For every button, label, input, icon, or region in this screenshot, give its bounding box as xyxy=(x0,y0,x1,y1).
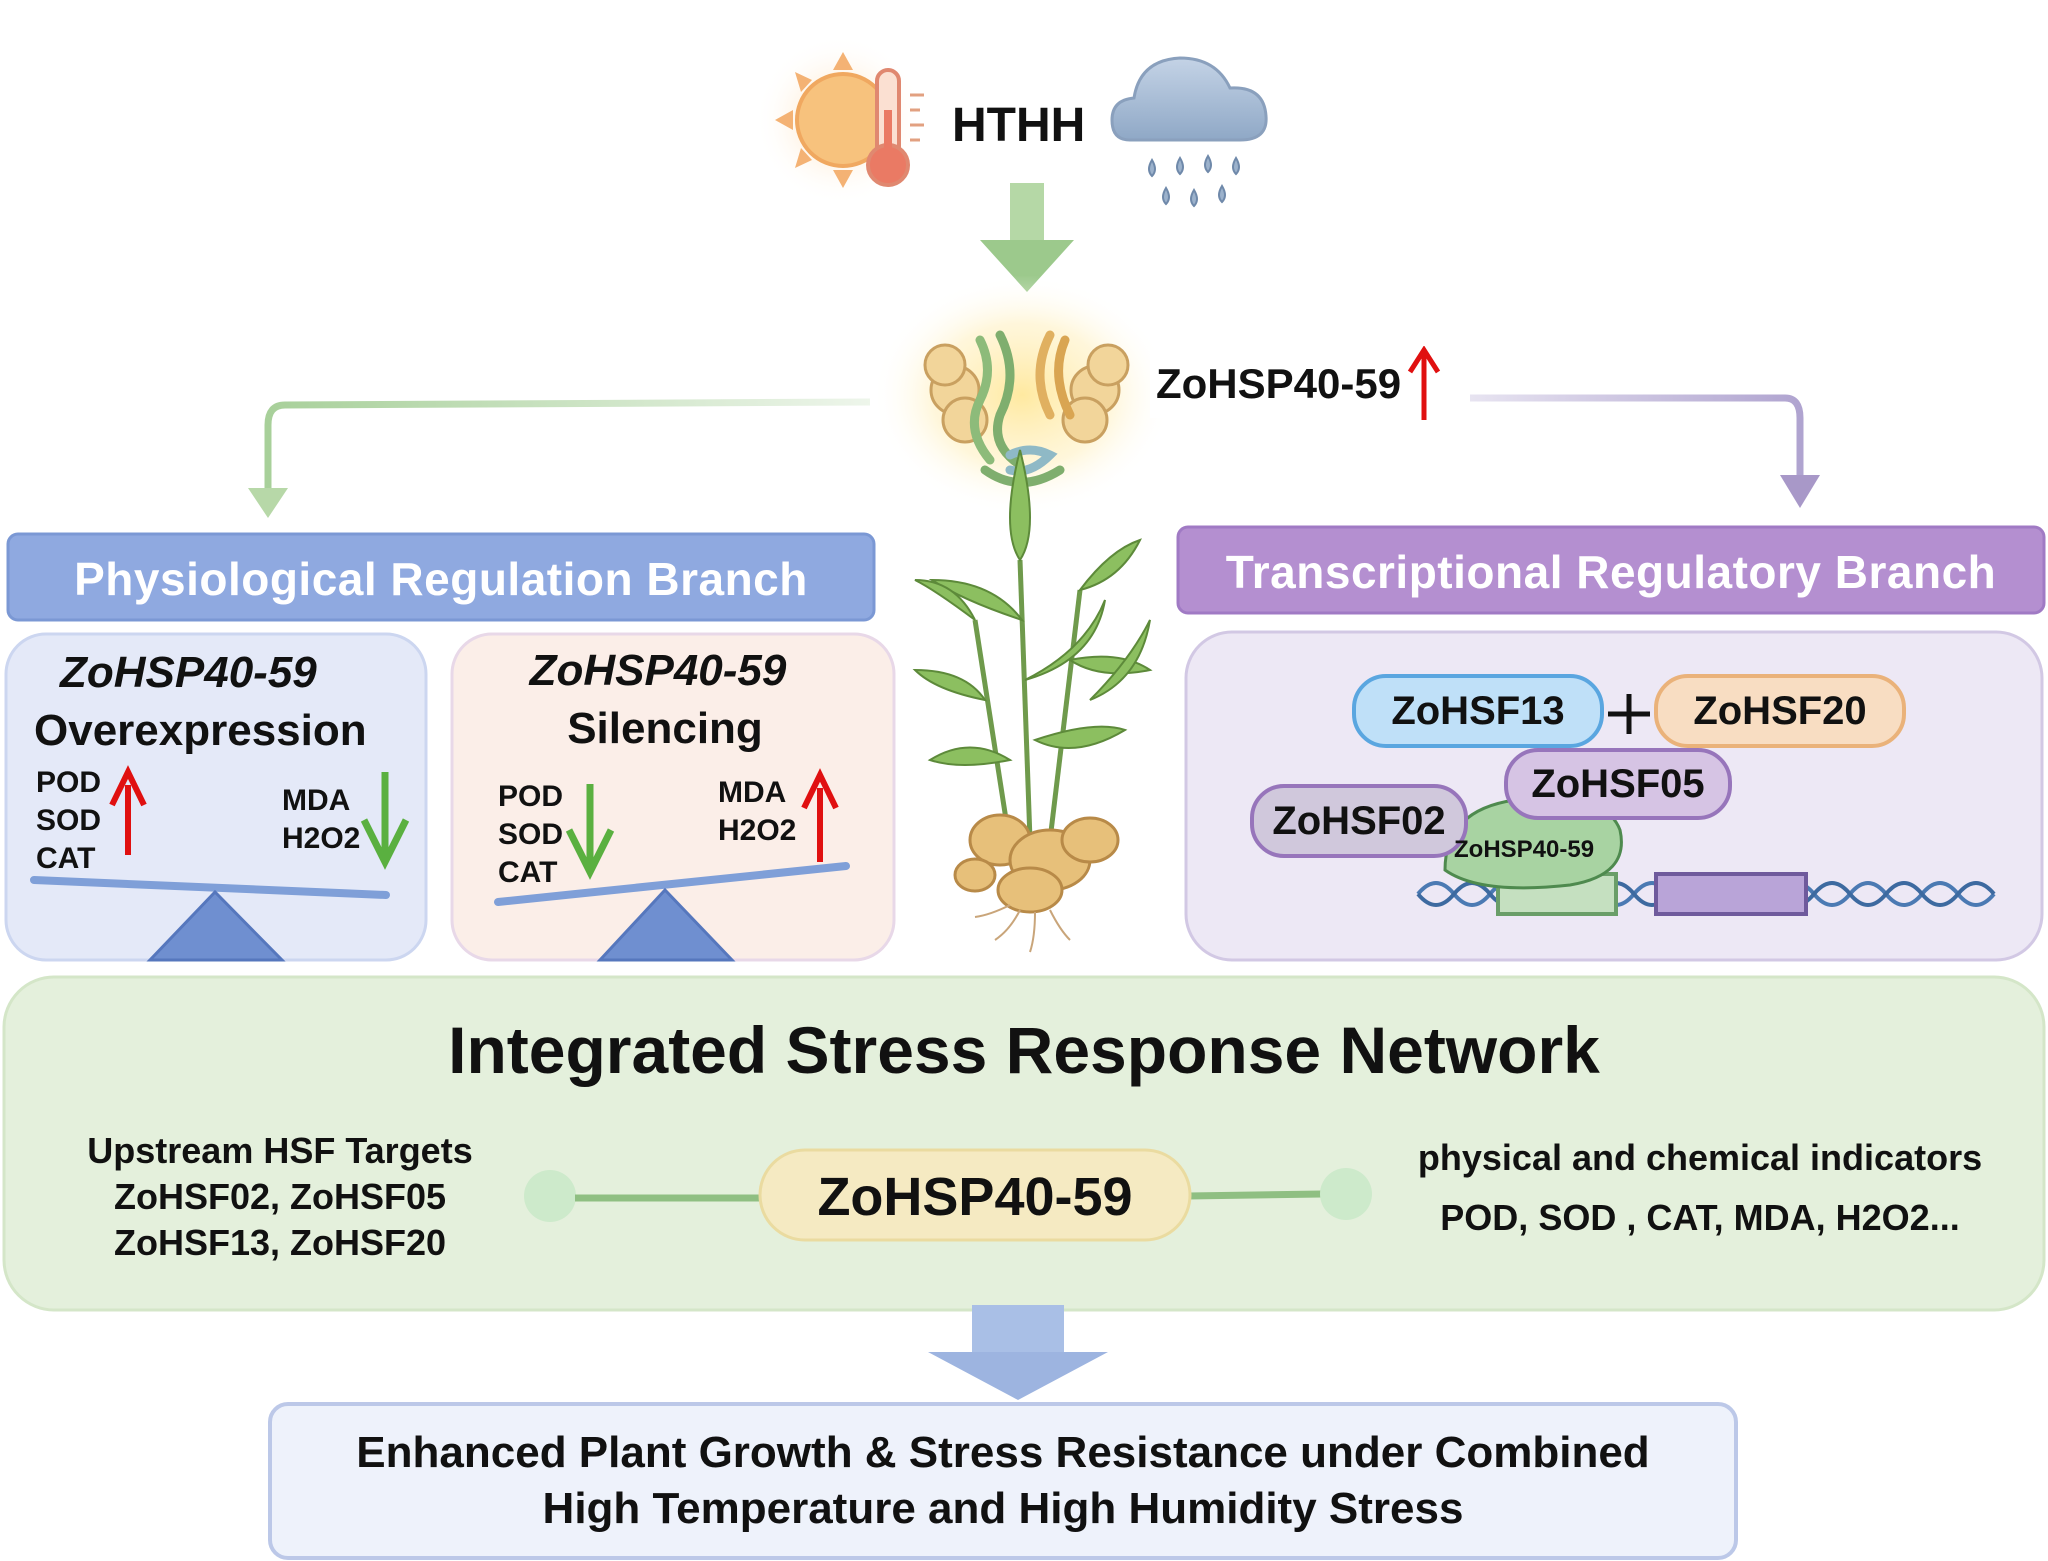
outcome-line2: High Temperature and High Humidity Stres… xyxy=(542,1484,1464,1533)
balance-scale-overexpression xyxy=(30,876,390,962)
indicators-title: physical and chemical indicators xyxy=(1417,1137,1983,1178)
down-arrow-ros-overexpression xyxy=(360,772,410,870)
rain-cloud-icon xyxy=(1110,56,1268,208)
transcript-header: Transcriptional Regulatory Branch xyxy=(1225,546,1997,598)
overexpression-cat: CAT xyxy=(36,842,96,875)
left-branch-arrow xyxy=(248,398,871,518)
indicators-line: POD, SOD , CAT, MDA, H2O2... xyxy=(1440,1197,1960,1238)
dna-helix-icon xyxy=(1416,796,1996,916)
stress-label: HTHH xyxy=(952,99,1086,152)
upstream-hsf-line2: ZoHSF13, ZoHSF20 xyxy=(113,1222,447,1263)
hsf05-pill: ZoHSF05 xyxy=(1504,748,1732,820)
up-arrow-icon xyxy=(1407,346,1441,420)
overexpression-mda: MDA xyxy=(282,784,351,817)
upstream-hsf-line1: ZoHSF02, ZoHSF05 xyxy=(113,1176,447,1217)
outcome-panel xyxy=(268,1402,1738,1560)
silencing-mda: MDA xyxy=(718,776,787,809)
outcome-line1: Enhanced Plant Growth & Stress Resistanc… xyxy=(356,1428,1650,1477)
network-left-group: Upstream HSF Targets ZoHSF02, ZoHSF05 Zo… xyxy=(40,1128,520,1266)
plus-icon xyxy=(1608,694,1650,734)
stress-down-arrow xyxy=(980,183,1074,292)
overexpression-title: Overexpression xyxy=(34,706,367,755)
hsf02-pill: ZoHSF02 xyxy=(1250,784,1468,858)
network-connector-right xyxy=(1187,1168,1372,1220)
protein-label-box: ZoHSP40-59 xyxy=(1150,346,1448,420)
down-arrow-antioxidants-silencing xyxy=(565,784,615,880)
ginger-plant-illustration xyxy=(912,449,1153,953)
balance-scale-silencing xyxy=(494,862,850,962)
sun-thermometer-icon xyxy=(755,35,925,205)
transcript-header-bg xyxy=(1176,525,2046,615)
up-arrow-antioxidants-overexpression xyxy=(109,765,147,855)
silencing-right-labels: MDA H2O2 xyxy=(718,774,796,850)
physio-header: Physiological Regulation Branch xyxy=(74,553,808,605)
bound-protein-label: ZoHSP40-59 xyxy=(1454,836,1595,863)
network-title: Integrated Stress Response Network xyxy=(448,1013,1600,1087)
right-branch-arrow xyxy=(1470,394,1820,508)
upstream-hsf-title: Upstream HSF Targets xyxy=(87,1130,473,1171)
overexpression-right-labels: MDA H2O2 xyxy=(282,782,360,858)
network-connector-left xyxy=(524,1170,770,1222)
hsf20-pill: ZoHSF20 xyxy=(1654,674,1906,748)
physio-header-bg xyxy=(6,532,876,622)
overexpression-pod: POD xyxy=(36,766,102,799)
silencing-sod: SOD xyxy=(498,818,564,851)
overexpression-left-labels: POD SOD CAT xyxy=(36,764,101,878)
silencing-title: Silencing xyxy=(567,704,763,753)
silencing-gene: ZoHSP40-59 xyxy=(529,646,787,695)
silencing-left-labels: POD SOD CAT xyxy=(498,778,563,892)
silencing-cat: CAT xyxy=(498,856,558,889)
network-center: ZoHSP40-59 xyxy=(817,1167,1133,1227)
outcome-down-arrow xyxy=(928,1305,1108,1400)
overexpression-sod: SOD xyxy=(36,804,102,837)
up-arrow-ros-silencing xyxy=(801,768,839,862)
overexpression-gene: ZoHSP40-59 xyxy=(60,648,317,697)
hsf13-pill: ZoHSF13 xyxy=(1352,674,1604,748)
protein-structure-icon xyxy=(872,275,1172,515)
silencing-h2o2: H2O2 xyxy=(718,814,797,847)
silencing-pod: POD xyxy=(498,780,564,813)
protein-label: ZoHSP40-59 xyxy=(1156,360,1402,407)
overexpression-h2o2: H2O2 xyxy=(282,822,361,855)
network-center-pill-bg xyxy=(758,1148,1192,1242)
network-right-group: physical and chemical indicators POD, SO… xyxy=(1370,1128,2030,1248)
